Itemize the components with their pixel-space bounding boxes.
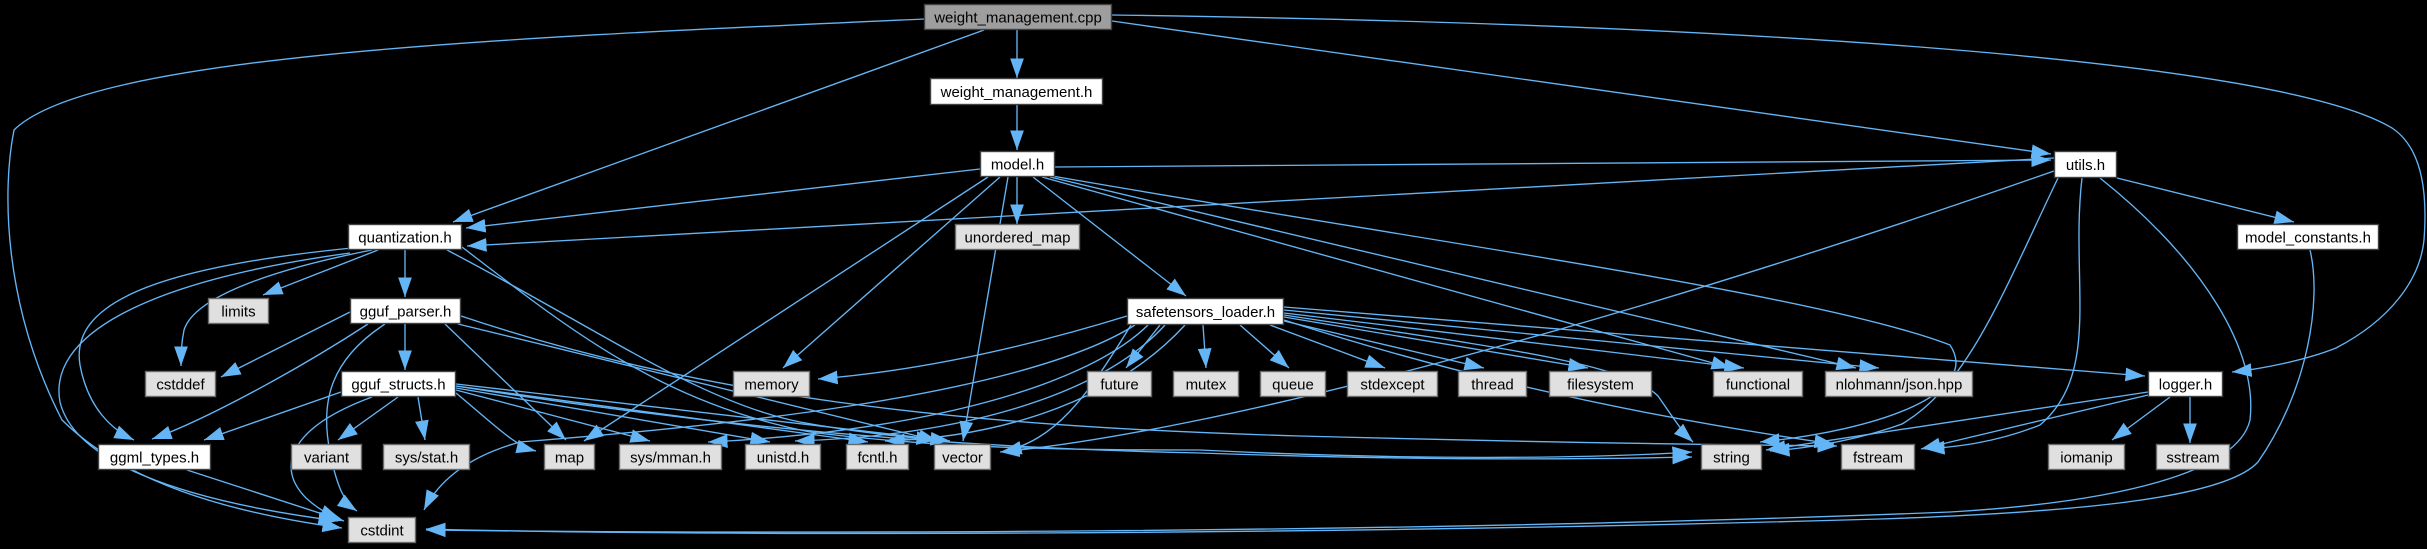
svg-text:logger.h: logger.h xyxy=(2159,377,2212,394)
svg-text:filesystem: filesystem xyxy=(1567,377,1634,394)
svg-text:vector: vector xyxy=(942,450,983,467)
svg-text:weight_management.h: weight_management.h xyxy=(940,84,1093,101)
svg-text:functional: functional xyxy=(1726,377,1790,394)
svg-text:fcntl.h: fcntl.h xyxy=(857,450,897,467)
svg-text:map: map xyxy=(555,450,584,467)
svg-text:string: string xyxy=(1713,450,1750,467)
svg-text:nlohmann/json.hpp: nlohmann/json.hpp xyxy=(1836,377,1963,394)
svg-text:model_constants.h: model_constants.h xyxy=(2245,230,2371,247)
svg-text:cstddef: cstddef xyxy=(156,377,205,394)
svg-text:iomanip: iomanip xyxy=(2060,450,2113,467)
svg-text:sstream: sstream xyxy=(2166,450,2219,467)
svg-text:utils.h: utils.h xyxy=(2066,157,2105,174)
svg-text:model.h: model.h xyxy=(991,157,1044,174)
svg-text:queue: queue xyxy=(1272,377,1314,394)
svg-text:memory: memory xyxy=(744,377,799,394)
svg-text:stdexcept: stdexcept xyxy=(1360,377,1425,394)
svg-text:quantization.h: quantization.h xyxy=(358,230,451,247)
svg-text:thread: thread xyxy=(1471,377,1514,394)
svg-text:limits: limits xyxy=(221,304,255,321)
svg-text:cstdint: cstdint xyxy=(360,523,404,540)
svg-text:variant: variant xyxy=(304,450,350,467)
svg-text:unistd.h: unistd.h xyxy=(757,450,810,467)
svg-text:sys/stat.h: sys/stat.h xyxy=(395,450,458,467)
svg-text:weight_management.cpp: weight_management.cpp xyxy=(933,10,1102,27)
svg-text:future: future xyxy=(1100,377,1138,394)
svg-text:safetensors_loader.h: safetensors_loader.h xyxy=(1136,304,1275,321)
svg-text:mutex: mutex xyxy=(1186,377,1227,394)
svg-text:gguf_structs.h: gguf_structs.h xyxy=(351,377,445,394)
svg-text:ggml_types.h: ggml_types.h xyxy=(110,450,199,467)
svg-text:unordered_map: unordered_map xyxy=(965,230,1071,247)
svg-text:sys/mman.h: sys/mman.h xyxy=(630,450,711,467)
svg-text:fstream: fstream xyxy=(1853,450,1903,467)
svg-text:gguf_parser.h: gguf_parser.h xyxy=(360,304,452,321)
